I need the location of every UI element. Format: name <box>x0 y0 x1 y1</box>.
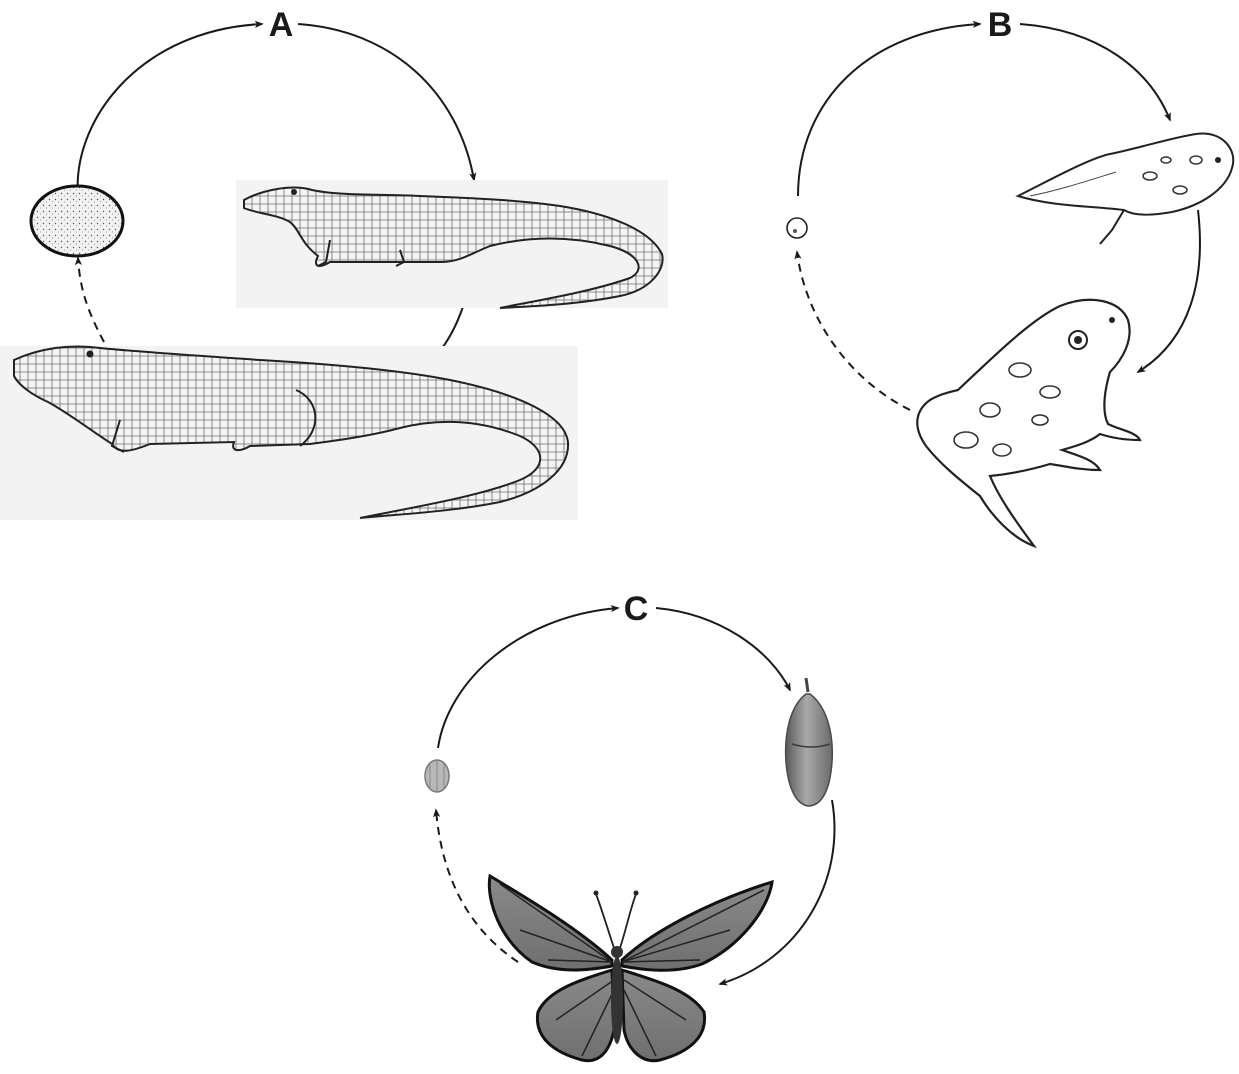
frog-egg <box>787 218 807 238</box>
cycle-b-label: B <box>988 6 1013 44</box>
cycle-a-label: A <box>269 6 294 44</box>
butterfly-egg <box>425 760 449 792</box>
alligator-egg <box>31 186 123 256</box>
monarch-butterfly <box>489 876 772 1061</box>
cycle-b-arrow-tadpole-to-frog <box>1138 210 1200 372</box>
tadpole <box>1018 133 1233 244</box>
cycle-b-arrow-frog-to-egg <box>797 252 910 410</box>
adult-alligator <box>0 346 578 520</box>
cycle-c: C <box>425 590 834 1061</box>
juvenile-alligator <box>236 180 668 308</box>
cycle-c-arrow-chrysalis-to-butterfly <box>720 800 834 984</box>
cycle-b: B <box>787 6 1233 546</box>
cycle-b-arrow-label-to-tadpole <box>1020 24 1170 120</box>
cycle-a-arrow-egg-to-label <box>78 24 262 196</box>
cycle-c-arrow-egg-to-label <box>438 608 618 748</box>
cycle-b-arrow-egg-to-label <box>798 24 980 196</box>
cycle-a-arrow-adult-to-egg <box>78 258 104 342</box>
cycle-c-label: C <box>624 590 649 628</box>
cycle-c-arrow-label-to-chrysalis <box>656 608 790 690</box>
cycle-a-arrow-label-to-juvenile <box>298 24 474 180</box>
chrysalis <box>786 678 833 806</box>
cycle-a: A <box>0 6 668 520</box>
adult-frog <box>917 300 1140 546</box>
